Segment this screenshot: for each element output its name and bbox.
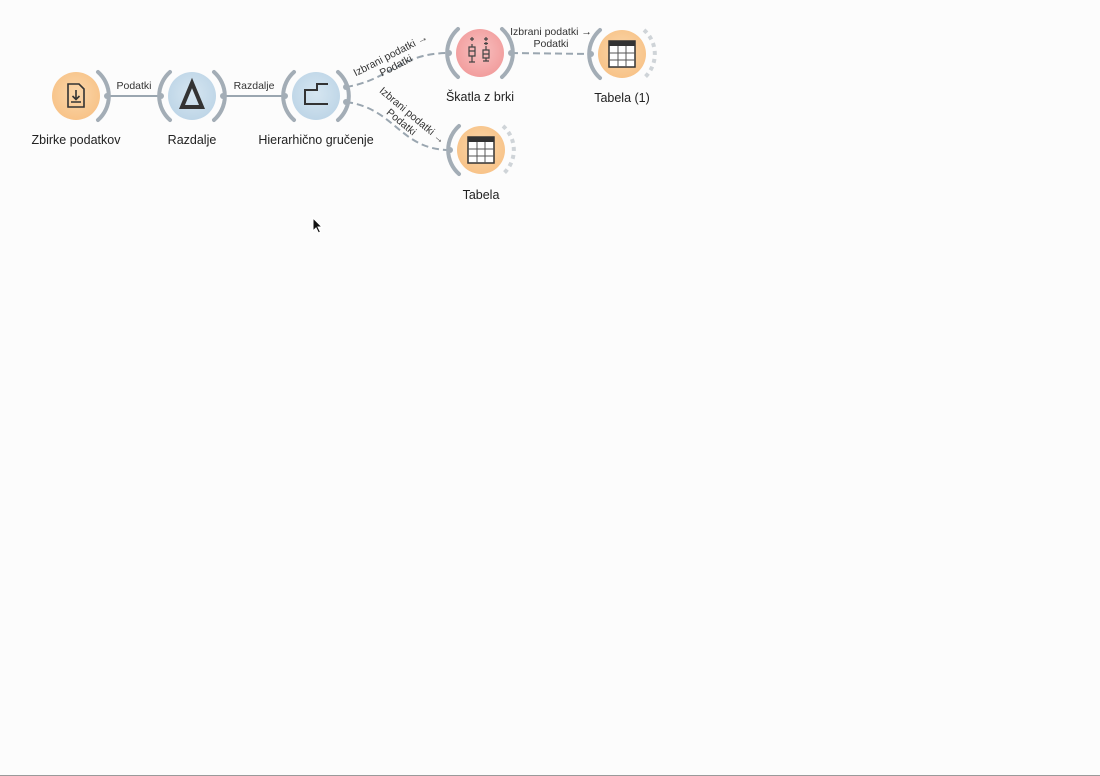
input-anchor[interactable]	[446, 50, 452, 56]
link-label-line2: Podatki	[533, 38, 568, 50]
node-datasets[interactable]: Zbirke podatkov	[32, 70, 122, 147]
output-anchor[interactable]	[343, 99, 349, 105]
input-anchor[interactable]	[158, 93, 164, 99]
node-table1[interactable]: Tabela (1)	[587, 28, 657, 105]
node-hclust[interactable]: Hierarhično gručenje	[258, 70, 374, 147]
link-label: Razdalje	[234, 80, 275, 92]
table-icon	[467, 136, 495, 164]
file-download-icon	[67, 83, 85, 108]
input-anchor[interactable]	[447, 147, 453, 153]
link-label: Podatki	[116, 80, 151, 92]
output-anchor[interactable]	[220, 93, 226, 99]
node-table[interactable]: Tabela	[446, 124, 516, 202]
input-anchor[interactable]	[588, 51, 594, 57]
node-label: Škatla z brki	[446, 89, 514, 104]
link-label-line1: Izbrani podatki →	[510, 26, 592, 38]
dendrogram-icon	[304, 83, 328, 105]
node-label: Razdalje	[168, 133, 217, 147]
mouse-cursor-icon	[312, 217, 324, 234]
delta-icon	[179, 77, 205, 109]
node-label: Hierarhično gručenje	[258, 133, 373, 147]
link-datasets-distances[interactable]: Podatki	[107, 80, 161, 97]
box-plot-icon	[468, 37, 490, 63]
output-anchor[interactable]	[343, 84, 349, 90]
link-distances-hclust[interactable]: Razdalje	[223, 80, 285, 97]
node-boxplot[interactable]: Škatla z brki	[445, 27, 515, 104]
link-hclust-boxplot[interactable]: Izbrani podatki → Podatki	[345, 31, 450, 89]
node-label: Tabela	[463, 188, 500, 202]
output-anchor[interactable]	[104, 93, 110, 99]
node-distances[interactable]: Razdalje	[157, 70, 227, 147]
link-boxplot-table1[interactable]: Izbrani podatki → Podatki	[510, 26, 592, 55]
output-anchor[interactable]	[508, 50, 514, 56]
node-label: Tabela (1)	[594, 91, 650, 105]
table-icon	[608, 40, 636, 68]
node-label: Zbirke podatkov	[32, 133, 122, 147]
input-anchor[interactable]	[282, 93, 288, 99]
